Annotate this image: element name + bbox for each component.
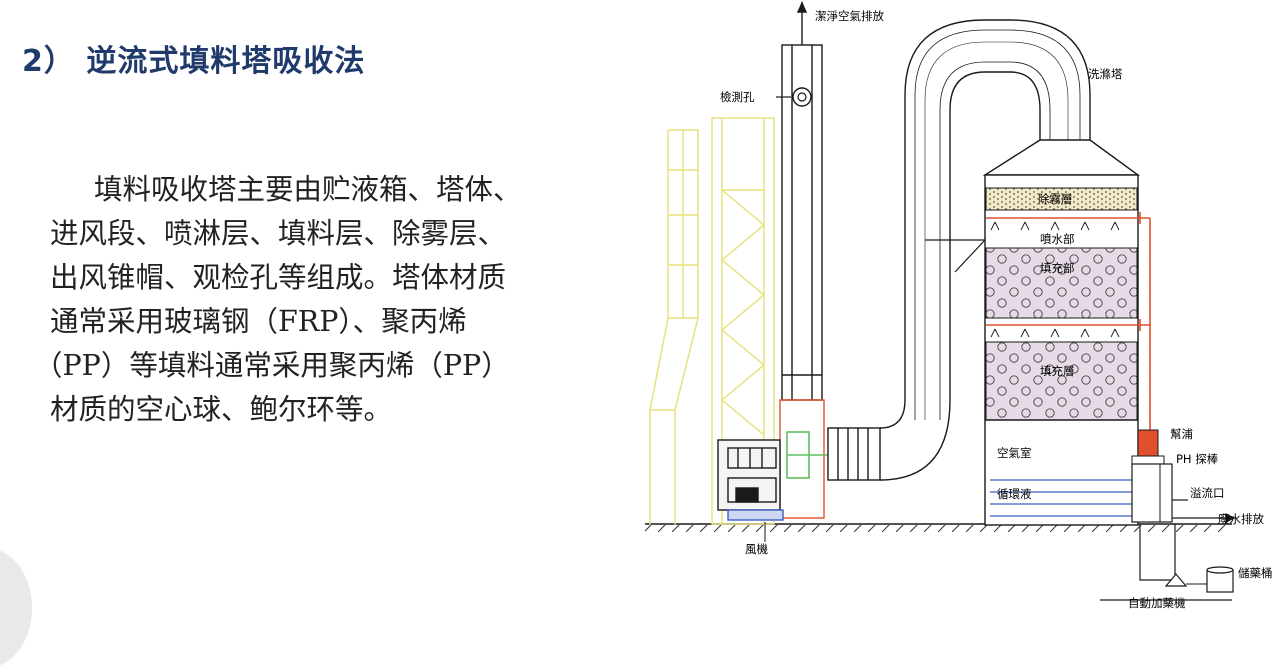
storage-tank [1186, 566, 1234, 593]
text-line: 填料吸收塔主要由贮液箱、塔体、 [94, 173, 522, 206]
description-paragraph: 填料吸收塔主要由贮液箱、塔体、 进风段、喷淋层、填料层、除雾层、 出风锥帽、观检… [34, 168, 630, 432]
label-air-chamber: 空氣室 [997, 446, 1032, 460]
label-circulation: 循環液 [997, 487, 1032, 501]
label-pump: 幫浦 [1170, 427, 1193, 441]
fan-motor [717, 439, 784, 521]
label-scrubber: 洗滌塔 [1088, 67, 1123, 81]
text-line: 通常采用玻璃钢（FRP）、聚丙烯 [50, 305, 467, 338]
demister-layer [985, 187, 1138, 211]
label-clean-air: 潔淨空氣排放 [815, 9, 884, 23]
label-overflow: 溢流口 [1190, 486, 1225, 500]
label-storage: 儲藥桶 [1238, 566, 1273, 580]
label-inspection-port: 檢測孔 [720, 90, 755, 104]
spray-nozzles [990, 221, 1120, 338]
label-dosing: 自動加藥機 [1128, 596, 1186, 610]
pump-icon [1131, 429, 1173, 523]
text-line: 材质的空心球、鲍尔环等。 [50, 393, 393, 426]
packing-layer-lower [985, 341, 1138, 421]
drain-piping [1139, 499, 1236, 587]
text-line: （PP）等填料通常采用聚丙烯（PP） [34, 349, 510, 382]
spray-headers [986, 212, 1151, 430]
air-duct [827, 19, 1091, 481]
packing-layer-upper [985, 247, 1138, 319]
slide-title: 2） 逆流式填料塔吸收法 [22, 44, 366, 79]
label-packing-lower: 填充層 [1040, 364, 1075, 378]
decorative-circle [0, 548, 32, 668]
label-fan: 風機 [745, 542, 768, 556]
fan-housing [786, 431, 830, 479]
label-ph-probe: PH 探棒 [1176, 452, 1219, 466]
text-line: 出风锥帽、观检孔等组成。塔体材质 [50, 261, 507, 294]
label-drain: 廢水排放 [1218, 512, 1264, 526]
scrubber-tower-diagram: 潔淨空氣排放 檢測孔 洗滌塔 除霧層 噴水部 填充部 填充層 幫浦 PH 探棒 … [645, 1, 1273, 610]
inspection-port-icon [776, 87, 812, 107]
label-spray: 噴水部 [1040, 232, 1075, 246]
text-line: 进风段、喷淋层、填料层、除雾层、 [50, 217, 507, 250]
label-demister: 除霧層 [1038, 192, 1073, 206]
ground-line [645, 523, 1232, 601]
label-packing-upper: 填充部 [1040, 261, 1075, 275]
sump-water [990, 479, 1135, 517]
